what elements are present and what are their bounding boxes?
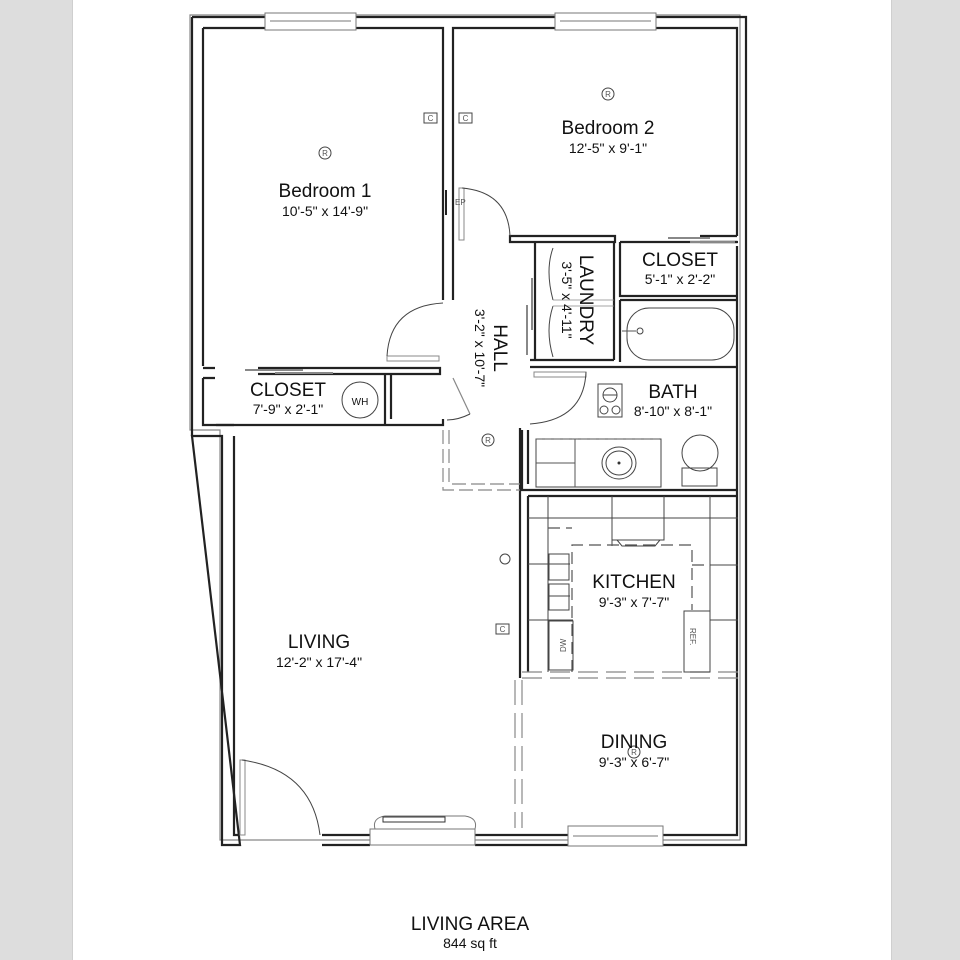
- bedroom1-name: Bedroom 1: [279, 181, 372, 202]
- closet-bed2-name: CLOSET: [642, 250, 718, 271]
- interior-walls: [203, 234, 738, 678]
- living-area-sqft: 844 sq ft: [443, 935, 497, 951]
- smoke-detector-icon: R: [605, 90, 611, 99]
- laundry-machines: [548, 247, 614, 358]
- cable-outlet-icon: C: [428, 114, 434, 123]
- doors: [239, 187, 735, 836]
- hall-name: HALL: [489, 324, 510, 372]
- bedroom2-name: Bedroom 2: [562, 118, 655, 139]
- cable-outlets: C C C: [423, 112, 510, 635]
- smoke-detectors: R R R R: [318, 87, 641, 759]
- smoke-detector-icon: R: [631, 748, 637, 757]
- laundry-name: LAUNDRY: [575, 255, 596, 346]
- closet-bed2-dims: 5'-1" x 2'-2": [645, 271, 716, 287]
- dining-name: DINING: [601, 732, 668, 753]
- bath-fixtures: [535, 307, 735, 488]
- bath-name: BATH: [648, 382, 697, 403]
- living-area-title: LIVING AREA: [411, 914, 530, 935]
- closet-bed1-dims: 7'-9" x 2'-1": [253, 401, 324, 417]
- kitchen-name: KITCHEN: [592, 572, 675, 593]
- windows: [264, 12, 664, 847]
- laundry-dims: 3'-5" x 4'-11": [559, 261, 575, 338]
- living-dims: 12'-2" x 17'-4": [276, 654, 362, 670]
- closet-bed1-name: CLOSET: [250, 380, 326, 401]
- smoke-detector-icon: R: [485, 436, 491, 445]
- room-labels: Bedroom 1 10'-5" x 14'-9" Bedroom 2 12'-…: [250, 118, 718, 770]
- dishwasher-label: DW: [559, 638, 568, 652]
- electrical-panel-label: EP: [455, 198, 466, 207]
- footer: LIVING AREA 844 sq ft: [411, 914, 530, 951]
- smoke-detector-icon: R: [322, 149, 328, 158]
- kitchen-fixtures: REF. DW: [499, 496, 738, 673]
- water-heater: WH: [341, 381, 379, 419]
- hall-dims: 3'-2" x 10'-7": [472, 309, 488, 387]
- dining-dims: 9'-3" x 6'-7": [599, 754, 670, 770]
- exterior-walls: [189, 14, 748, 847]
- document-page: [72, 0, 892, 960]
- bedroom2-dims: 12'-5" x 9'-1": [569, 140, 647, 156]
- bath-dims: 8'-10" x 8'-1": [634, 403, 712, 419]
- cable-outlet-icon: C: [463, 114, 469, 123]
- living-name: LIVING: [288, 632, 350, 653]
- refrigerator-label: REF.: [688, 628, 697, 645]
- water-heater-label: WH: [352, 397, 369, 408]
- bedroom1-dims: 10'-5" x 14'-9": [282, 203, 368, 219]
- cable-outlet-icon: C: [500, 625, 506, 634]
- kitchen-dims: 9'-3" x 7'-7": [599, 594, 670, 610]
